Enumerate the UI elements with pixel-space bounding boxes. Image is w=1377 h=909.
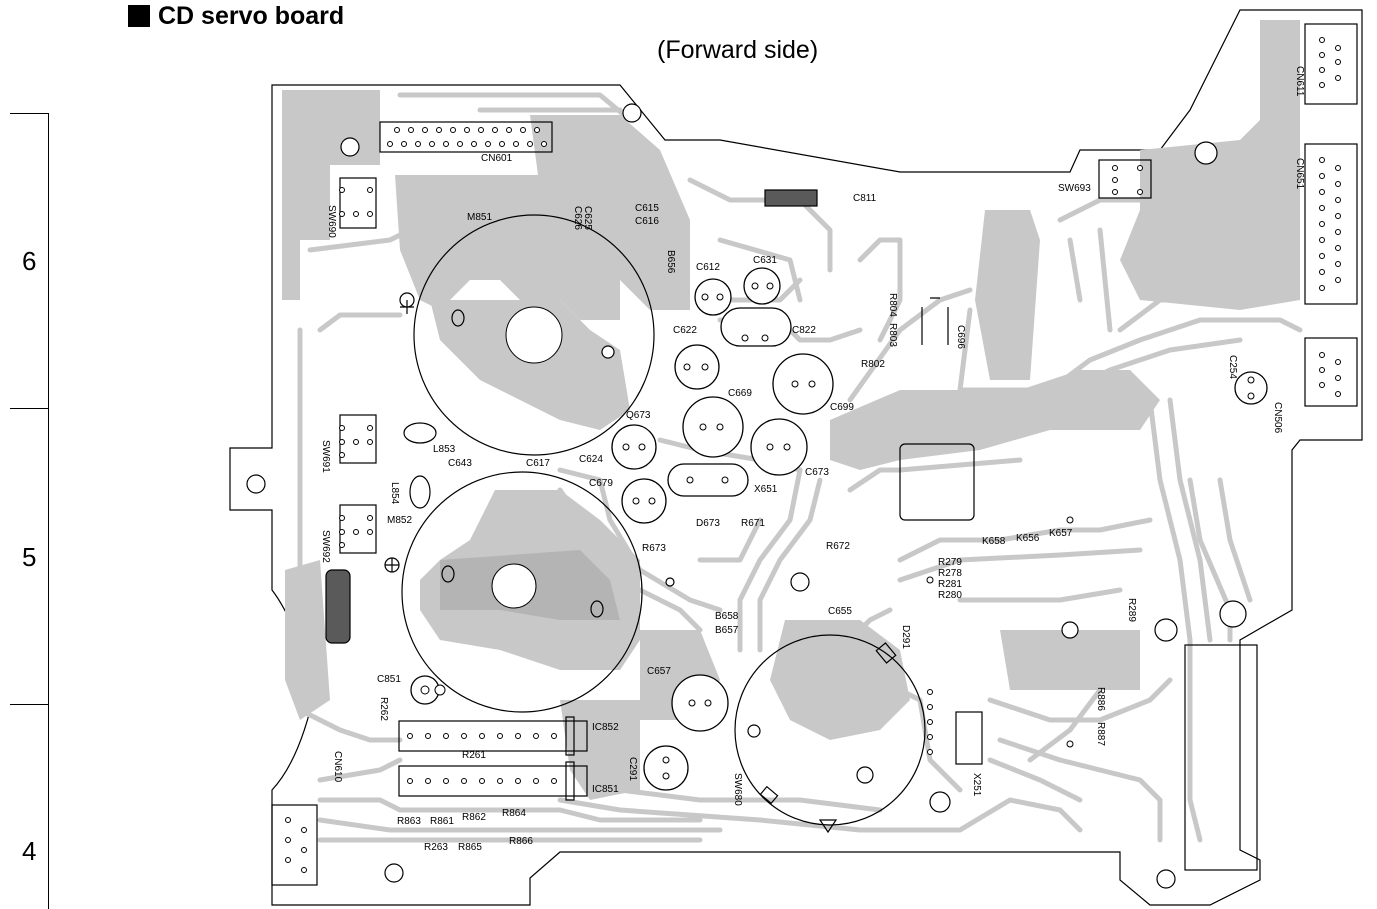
component-label-c626: C626 [572,206,583,230]
component-label-c616: C616 [635,216,659,227]
component-label-m852: M852 [387,515,412,526]
component-label-r887: R887 [1095,722,1106,746]
pcb-traces [297,92,1303,843]
component-label-x251: X251 [971,773,982,797]
component-label-r803: R803 [887,323,898,347]
heading-text: CD servo board [158,1,345,30]
component-label-ic851: IC851 [592,784,619,795]
component-label-r278: R278 [938,568,962,579]
board-side-label: (Forward side) [657,36,819,64]
component-label-c657: C657 [647,666,671,677]
component-label-c696: C696 [955,325,966,349]
component-label-r673: R673 [642,543,666,554]
component-label-sw691: SW691 [320,440,331,473]
component-label-d673: D673 [696,518,720,529]
component-label-r861: R861 [430,816,454,827]
component-label-cn610: CN610 [332,751,343,783]
capacitors [410,267,1268,791]
component-label-r261: R261 [462,750,486,761]
component-label-ic852: IC852 [592,722,619,733]
inductors [384,292,949,834]
component-label-c811: C811 [853,193,877,204]
component-label-l853: L853 [433,444,456,455]
component-label-r862: R862 [462,812,486,823]
component-label-d291: D291 [900,625,911,649]
component-label-c669: C669 [728,388,752,399]
component-label-r263: R263 [424,842,448,853]
component-label-c851: C851 [377,674,401,685]
component-label-r672: R672 [826,541,850,552]
motor-shafts [491,306,563,609]
connectors [271,23,1358,886]
zone-tick [10,408,49,409]
component-label-c254: C254 [1227,355,1238,379]
component-label-r866: R866 [509,836,533,847]
component-label-c631: C631 [753,255,777,266]
component-label-r279: R279 [938,557,962,568]
component-label-r671: R671 [741,518,765,529]
component-label-x651: X651 [754,484,778,495]
zone-number-6: 6 [22,246,37,276]
component-label-cn611: CN611 [1294,66,1305,97]
zone-number-4: 4 [22,836,37,866]
component-label-b657: B657 [715,625,739,636]
component-label-c624: C624 [579,454,603,465]
component-label-q673: Q673 [626,410,651,421]
component-label-sw692: SW692 [320,530,331,563]
component-label-r262: R262 [378,697,389,721]
component-label-c655: C655 [828,606,852,617]
zone-tick [10,113,49,114]
component-label-r281: R281 [938,579,962,590]
capacitor-pads [420,282,1255,780]
component-label-c617: C617 [526,458,550,469]
section-heading: CD servo board [128,0,344,32]
component-label-c679: C679 [589,478,613,489]
black-square-icon [128,5,150,27]
component-label-r865: R865 [458,842,482,853]
component-label-r886: R886 [1095,687,1106,711]
motor-outlines [401,214,926,826]
component-label-r289: R289 [1126,598,1137,622]
zone-number-5: 5 [22,542,37,572]
component-label-r280: R280 [938,590,962,601]
component-label-c643: C643 [448,458,472,469]
component-label-c291: C291 [627,757,638,781]
component-label-cn651: CN651 [1294,158,1305,190]
component-label-c822: C822 [792,325,816,336]
component-label-r863: R863 [397,816,421,827]
component-label-k656: K656 [1016,533,1040,544]
connector-pins [285,37,1341,873]
component-label-c625: C625 [582,206,593,230]
component-label-l854: L854 [389,482,400,505]
component-label-c699: C699 [830,402,854,413]
component-label-k657: K657 [1049,528,1073,539]
component-label-sw693: SW693 [1058,183,1091,194]
component-label-b658: B658 [715,611,739,622]
component-label-k658: K658 [982,536,1006,547]
component-label-sw690: SW690 [326,205,337,238]
component-label-r864: R864 [502,808,526,819]
component-label-c615: C615 [635,203,659,214]
component-label-m851: M851 [467,212,492,223]
component-label-sw680: SW680 [732,773,743,806]
component-label-cn506: CN506 [1272,402,1283,434]
mounting-holes [246,103,1247,889]
component-label-c612: C612 [696,262,720,273]
component-label-c673: C673 [805,467,829,478]
component-label-r804: R804 [887,293,898,317]
zone-ruler [48,113,49,909]
component-label-cn601: CN601 [481,153,513,164]
zone-tick [10,704,49,705]
component-label-r802: R802 [861,359,885,370]
component-label-c622: C622 [673,325,697,336]
component-label-b656: B656 [665,250,676,274]
